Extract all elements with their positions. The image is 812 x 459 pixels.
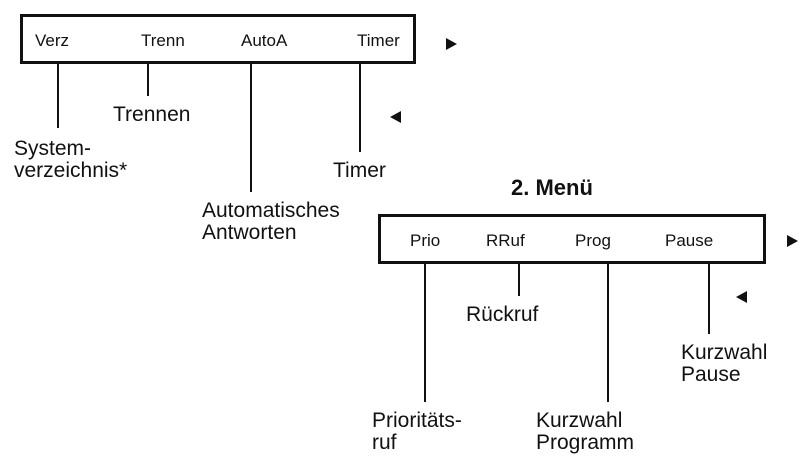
label-timer: Timer <box>333 159 386 182</box>
label-prio-line1: Prioritäts- <box>372 409 462 432</box>
menu2-next-arrow-icon[interactable] <box>787 235 798 247</box>
leader-line-autoa <box>250 64 252 192</box>
menu1-key-timer[interactable]: Timer <box>357 31 400 50</box>
label-auto-line1: Automatisches <box>202 199 340 222</box>
leader-line-timer <box>359 64 361 152</box>
leader-line-verz <box>57 64 59 128</box>
menu1-prev-arrow-icon[interactable] <box>390 111 401 123</box>
label-auto-line2: Antworten <box>202 221 297 244</box>
label-pause-line2: Pause <box>681 363 741 386</box>
leader-line-prio <box>424 264 426 402</box>
menu1-key-verz[interactable]: Verz <box>35 31 70 50</box>
label-trennen: Trennen <box>113 103 191 126</box>
menu1-display: Verz Trenn AutoA Timer <box>20 14 416 64</box>
menu2-key-prog[interactable]: Prog <box>575 231 611 250</box>
label-system-line1: System- <box>14 137 92 160</box>
label-prio-line2: ruf <box>372 431 397 454</box>
label-rueckruf: Rückruf <box>466 303 539 326</box>
label-pause-line1: Kurzwahl <box>681 341 768 364</box>
menu2-display: Prio RRuf Prog Pause <box>378 214 766 264</box>
label-system-line2: verzeichnis* <box>14 159 128 182</box>
menu1-key-autoa[interactable]: AutoA <box>241 31 288 50</box>
leader-line-rruf <box>518 264 520 296</box>
leader-line-pause <box>708 264 710 334</box>
label-prog-line2: Programm <box>536 431 635 454</box>
label-prog-line1: Kurzwahl <box>536 409 623 432</box>
menu1-key-trenn[interactable]: Trenn <box>141 31 185 50</box>
menu2-key-prio[interactable]: Prio <box>410 231 441 250</box>
leader-line-prog <box>607 264 609 402</box>
leader-line-trenn <box>147 64 149 96</box>
menu2-prev-arrow-icon[interactable] <box>736 291 747 303</box>
menu2-title: 2. Menü <box>511 175 593 200</box>
menu1-next-arrow-icon[interactable] <box>446 38 457 50</box>
menu2-key-rruf[interactable]: RRuf <box>486 231 525 250</box>
menu2-key-pause[interactable]: Pause <box>665 231 714 250</box>
